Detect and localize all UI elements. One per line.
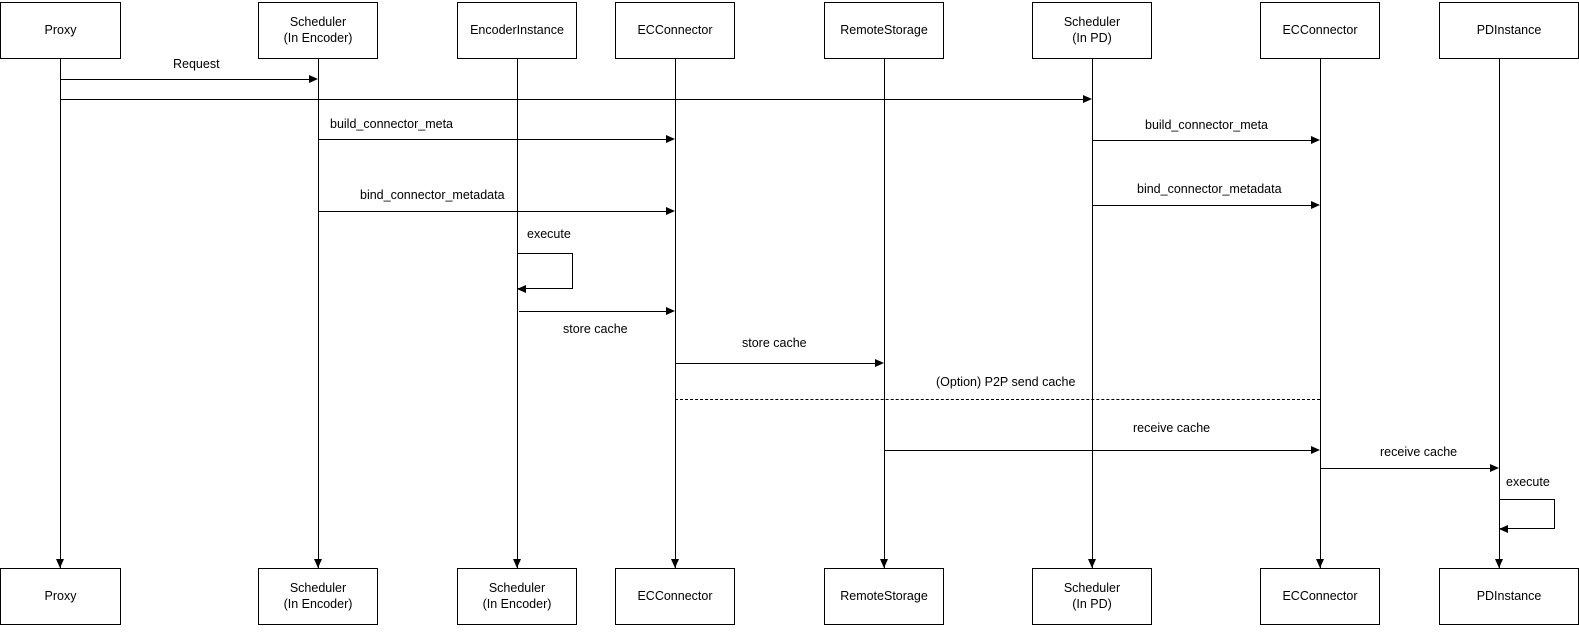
message-label-p2p-send-cache: (Option) P2P send cache xyxy=(936,375,1076,389)
arrowhead-right-icon xyxy=(309,74,318,83)
participant-label: Scheduler xyxy=(1063,580,1121,595)
message-label-execute-encoder: execute xyxy=(527,227,571,241)
lifeline-ecconn-right xyxy=(1320,59,1321,568)
participant-box-top-sched-enc[interactable]: Scheduler(In Encoder) xyxy=(258,2,378,59)
lifeline-end-arrow-encoder-inst xyxy=(512,559,521,568)
self-call-box-execute-encoder[interactable] xyxy=(517,253,573,289)
participant-label: RemoteStorage xyxy=(840,588,928,603)
message-label-build-connector-meta-pd: build_connector_meta xyxy=(1145,118,1268,132)
message-line-receive-cache-pd[interactable] xyxy=(1320,468,1490,469)
message-line-store-cache-encoder[interactable] xyxy=(519,311,666,312)
arrowhead-right-icon xyxy=(1311,445,1320,454)
participant-box-bottom-proxy[interactable]: Proxy xyxy=(0,568,121,625)
lifeline-end-arrow-sched-pd xyxy=(1087,559,1096,568)
arrowhead-right-icon xyxy=(1311,135,1320,144)
arrowhead-right-icon xyxy=(666,134,675,143)
message-label-store-cache-encoder: store cache xyxy=(563,322,628,336)
message-label-bind-connector-metadata-pd: bind_connector_metadata xyxy=(1137,182,1282,196)
arrowhead-right-icon xyxy=(1490,463,1499,472)
participant-sublabel: (In Encoder) xyxy=(283,596,353,611)
participant-box-bottom-sched-pd[interactable]: Scheduler(In PD) xyxy=(1032,568,1152,625)
arrowhead-right-icon xyxy=(1311,200,1320,209)
arrowhead-left-icon xyxy=(517,284,526,293)
participant-label: PDInstance xyxy=(1476,22,1542,37)
lifeline-sched-pd xyxy=(1092,59,1093,568)
participant-label: EncoderInstance xyxy=(470,22,564,37)
participant-box-top-sched-pd[interactable]: Scheduler(In PD) xyxy=(1032,2,1152,59)
lifeline-remote xyxy=(884,59,885,568)
arrowhead-left-icon xyxy=(1499,524,1508,533)
participant-sublabel: (In Encoder) xyxy=(283,30,353,45)
lifeline-end-arrow-sched-enc xyxy=(313,559,322,568)
participant-label: Proxy xyxy=(44,22,77,37)
self-call-box-execute-pd[interactable] xyxy=(1499,499,1555,529)
participant-box-bottom-sched-enc[interactable]: Scheduler(In Encoder) xyxy=(258,568,378,625)
lifeline-sched-enc xyxy=(318,59,319,568)
message-label-execute-pd: execute xyxy=(1506,475,1550,489)
lifeline-encoder-inst xyxy=(517,59,518,568)
message-line-build-connector-meta-pd[interactable] xyxy=(1092,140,1311,141)
lifeline-end-arrow-ecconn-right xyxy=(1315,559,1324,568)
message-line-p2p-send-cache[interactable] xyxy=(675,399,1320,400)
lifeline-end-arrow-remote xyxy=(879,559,888,568)
message-line-proxy-to-scheduler-pd[interactable] xyxy=(60,99,1083,100)
participant-label: Proxy xyxy=(44,588,77,603)
participant-sublabel: (In PD) xyxy=(1072,596,1112,611)
participant-box-top-encoder-inst[interactable]: EncoderInstance xyxy=(457,2,577,59)
participant-label: RemoteStorage xyxy=(840,22,928,37)
participant-box-top-proxy[interactable]: Proxy xyxy=(0,2,121,59)
arrowhead-right-icon xyxy=(666,306,675,315)
participant-label: Scheduler xyxy=(1063,14,1121,29)
participant-box-bottom-encoder-inst[interactable]: Scheduler(In Encoder) xyxy=(457,568,577,625)
message-line-store-cache-remote[interactable] xyxy=(675,363,875,364)
participant-sublabel: (In Encoder) xyxy=(482,596,552,611)
lifeline-end-arrow-ecconn-left xyxy=(670,559,679,568)
participant-box-bottom-ecconn-right[interactable]: ECConnector xyxy=(1260,568,1380,625)
participant-box-bottom-ecconn-left[interactable]: ECConnector xyxy=(615,568,735,625)
participant-label: Scheduler xyxy=(289,580,347,595)
arrowhead-right-icon xyxy=(666,206,675,215)
message-line-request[interactable] xyxy=(60,79,309,80)
message-line-bind-connector-metadata-pd[interactable] xyxy=(1092,205,1311,206)
participant-box-top-pd-inst[interactable]: PDInstance xyxy=(1439,2,1579,59)
message-line-receive-cache-remote[interactable] xyxy=(884,450,1311,451)
lifeline-ecconn-left xyxy=(675,59,676,568)
participant-label: ECConnector xyxy=(637,588,713,603)
message-label-store-cache-remote: store cache xyxy=(742,336,807,350)
message-label-receive-cache-remote: receive cache xyxy=(1133,421,1211,435)
participant-box-top-ecconn-left[interactable]: ECConnector xyxy=(615,2,735,59)
participant-label: PDInstance xyxy=(1476,588,1542,603)
participant-box-top-remote[interactable]: RemoteStorage xyxy=(824,2,944,59)
lifeline-end-arrow-pd-inst xyxy=(1494,559,1503,568)
lifeline-pd-inst xyxy=(1499,59,1500,568)
participant-box-bottom-remote[interactable]: RemoteStorage xyxy=(824,568,944,625)
participant-box-bottom-pd-inst[interactable]: PDInstance xyxy=(1439,568,1579,625)
arrowhead-right-icon xyxy=(1083,94,1092,103)
participant-label: ECConnector xyxy=(637,22,713,37)
participant-label: Scheduler xyxy=(488,580,546,595)
lifeline-proxy xyxy=(60,59,61,568)
arrowhead-right-icon xyxy=(875,358,884,367)
message-line-bind-connector-metadata-encoder[interactable] xyxy=(318,211,666,212)
message-label-request: Request xyxy=(173,57,220,71)
participant-label: ECConnector xyxy=(1282,588,1358,603)
participant-sublabel: (In PD) xyxy=(1072,30,1112,45)
lifeline-end-arrow-proxy xyxy=(55,559,64,568)
participant-label: Scheduler xyxy=(289,14,347,29)
message-line-build-connector-meta-encoder[interactable] xyxy=(318,139,666,140)
participant-label: ECConnector xyxy=(1282,22,1358,37)
participant-box-top-ecconn-right[interactable]: ECConnector xyxy=(1260,2,1380,59)
message-label-build-connector-meta-encoder: build_connector_meta xyxy=(330,117,453,131)
message-label-receive-cache-pd: receive cache xyxy=(1380,445,1458,459)
message-label-bind-connector-metadata-encoder: bind_connector_metadata xyxy=(360,188,505,202)
